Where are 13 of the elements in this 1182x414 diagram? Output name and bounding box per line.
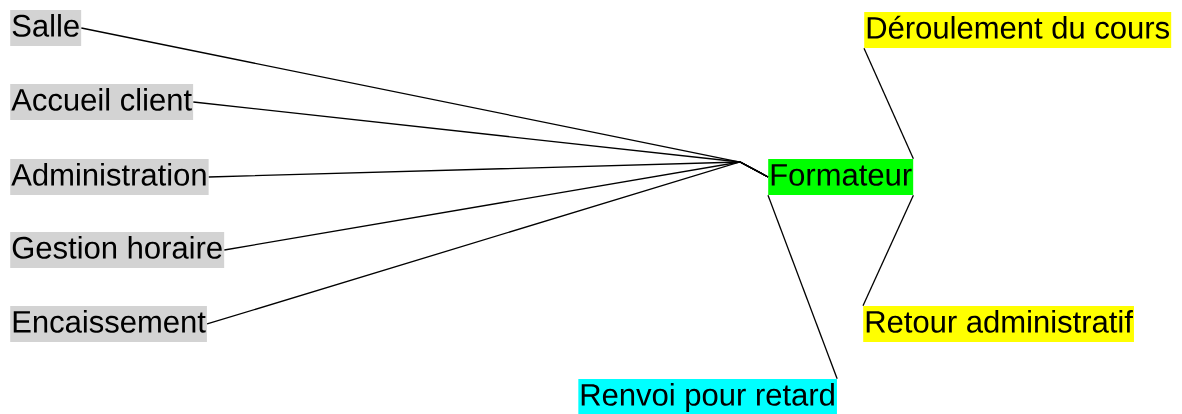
connector-line <box>863 47 915 160</box>
label-box: Encaissement <box>10 306 207 342</box>
label-box: Formateur <box>768 159 914 195</box>
connector-line <box>862 194 915 307</box>
label-box: Gestion horaire <box>10 232 225 268</box>
connector-line <box>206 161 769 325</box>
label-box: Retour administratif <box>863 306 1134 342</box>
connector-line <box>767 194 838 380</box>
label-box: Accueil client <box>10 84 194 120</box>
label-box: Déroulement du cours <box>864 12 1172 48</box>
label-box: Renvoi pour retard <box>578 379 837 414</box>
label-box: Administration <box>10 159 209 195</box>
label-box: Salle <box>10 10 82 46</box>
